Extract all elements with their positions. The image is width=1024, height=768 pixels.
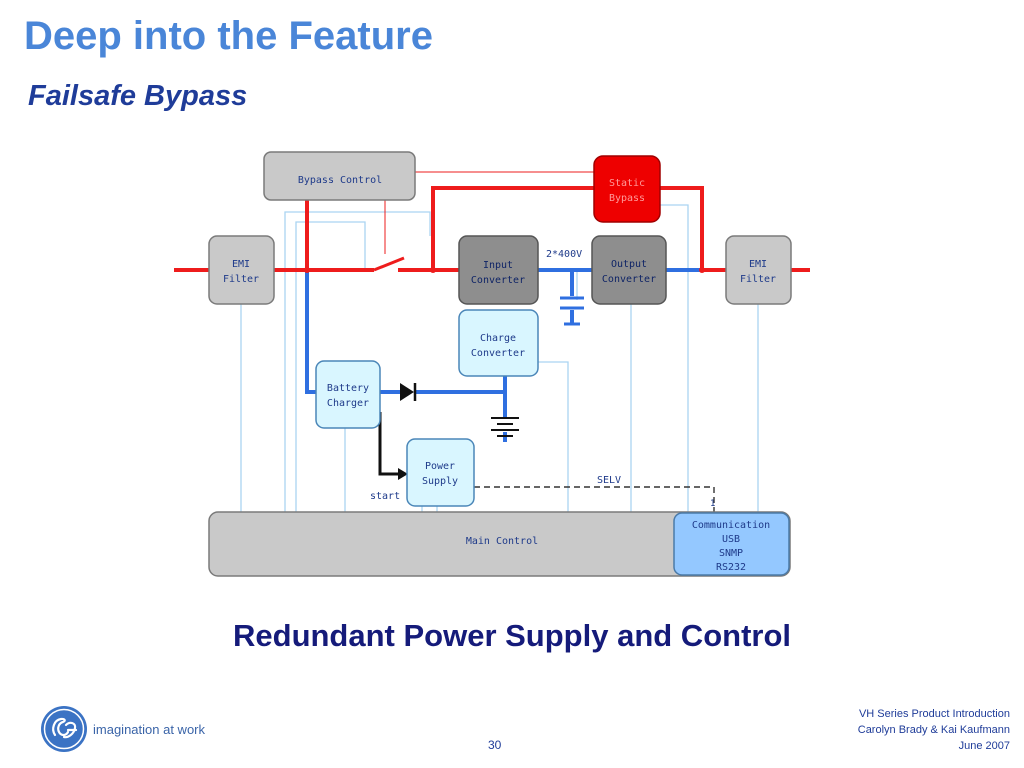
ac-junction	[699, 267, 705, 273]
selv-label: SELV	[597, 475, 621, 486]
battery-charger-label: Charger	[327, 398, 369, 409]
battery-icon	[491, 417, 519, 437]
ac-line	[431, 186, 594, 270]
battery-charger-block	[315, 360, 381, 429]
footer-info: VH Series Product Introduction Carolyn B…	[858, 706, 1010, 754]
control-wire	[660, 204, 689, 512]
dc-line	[416, 390, 507, 418]
ac-lines	[174, 186, 810, 272]
selv-marker-label: 1	[710, 499, 715, 509]
emi-filter-label: EMI	[232, 259, 250, 270]
battery-charger-label: Battery	[327, 383, 369, 394]
control-wires	[240, 204, 759, 512]
footer-authors: Carolyn Brady & Kai Kaufmann	[857, 724, 1010, 736]
output-converter-block	[591, 235, 667, 305]
ac-line	[660, 186, 704, 270]
emi-filter-left-block	[208, 235, 275, 305]
diagram-caption: Redundant Power Supply and Control	[233, 618, 791, 653]
output-converter-label: Converter	[602, 274, 656, 285]
capacitor-icon	[560, 296, 584, 326]
blocks	[208, 151, 792, 577]
control-wire	[295, 221, 366, 512]
ac-line	[373, 256, 405, 272]
power-supply-label: Supply	[422, 476, 458, 487]
output-converter-label: Output	[611, 259, 647, 270]
emi-filter-label: EMI	[749, 259, 767, 270]
power-supply-label: Power	[425, 461, 455, 472]
start-arrow	[378, 412, 408, 480]
dc-link-voltage-label: 2*400V	[546, 249, 582, 260]
ac-junction	[430, 267, 436, 273]
page-subtitle: Failsafe Bypass	[28, 80, 248, 112]
communication-block	[673, 512, 790, 576]
communication-label: RS232	[716, 562, 746, 573]
dc-lines	[305, 200, 702, 442]
control-wire	[538, 361, 569, 512]
footer-date: June 2007	[958, 740, 1010, 752]
static-bypass-label: Bypass	[609, 193, 645, 204]
bypass-control-label: Bypass Control	[298, 175, 382, 186]
page-title: Deep into the Feature	[24, 14, 433, 58]
main-control-block	[208, 511, 791, 577]
ac-junction	[304, 267, 310, 273]
diode-icon	[400, 383, 417, 401]
start-label: start	[370, 491, 400, 502]
static-bypass-label: Static	[609, 178, 645, 189]
charge-converter-block	[458, 309, 539, 377]
footer-presentation-title: VH Series Product Introduction	[858, 708, 1010, 720]
charge-converter-label: Charge	[480, 333, 516, 344]
bypass-control-block	[263, 151, 416, 201]
charge-converter-label: Converter	[471, 348, 525, 359]
power-supply-block	[406, 438, 475, 507]
emi-filter-label: Filter	[740, 274, 776, 285]
ge-monogram-icon	[41, 706, 87, 752]
input-converter-label: Converter	[471, 275, 525, 286]
input-converter-label: Input	[483, 260, 513, 271]
communication-label: Communication	[692, 520, 770, 531]
selv-dashed-line	[474, 486, 715, 512]
page-number: 30	[488, 738, 502, 752]
input-converter-block	[458, 235, 539, 305]
communication-label: USB	[722, 534, 740, 545]
tagline: imagination at work	[93, 722, 205, 737]
control-wire	[284, 211, 431, 512]
main-control-label: Main Control	[466, 536, 538, 547]
emi-filter-right-block	[725, 235, 792, 305]
communication-label: SNMP	[719, 548, 743, 559]
static-bypass-block	[593, 155, 661, 223]
emi-filter-label: Filter	[223, 274, 259, 285]
